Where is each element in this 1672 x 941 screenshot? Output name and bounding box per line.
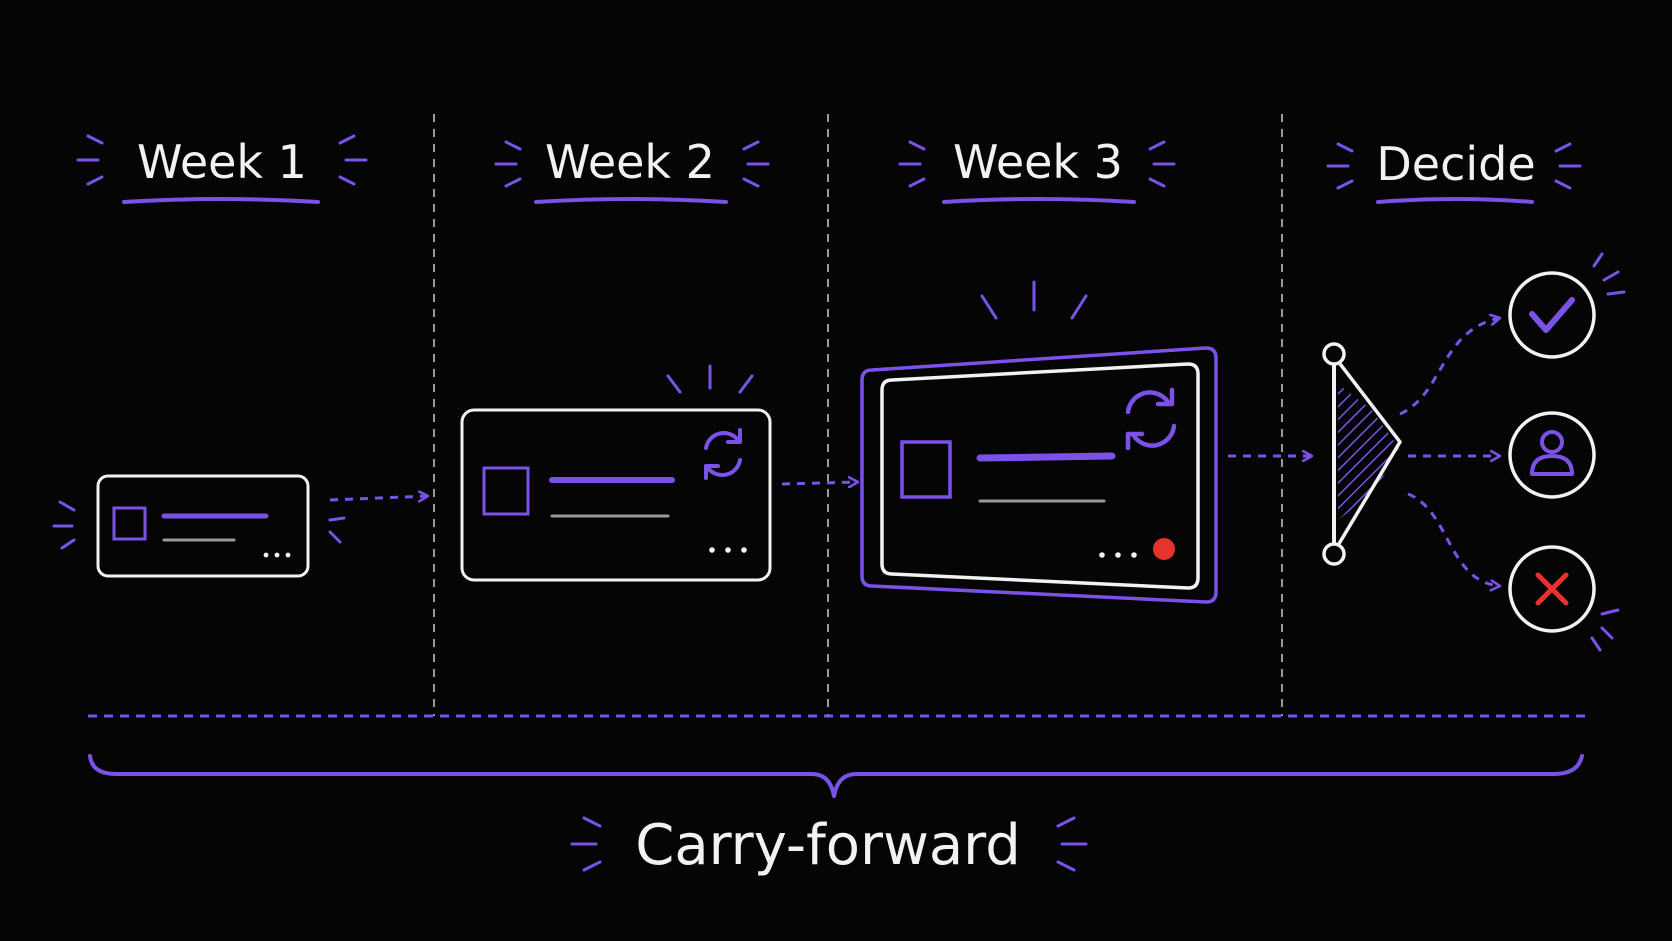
card-thumbnail bbox=[482, 466, 530, 516]
header-week-2-title: Week 2 bbox=[545, 135, 715, 189]
outcome-person bbox=[1508, 411, 1596, 499]
x-icon bbox=[1535, 572, 1569, 606]
week-2-card bbox=[460, 364, 772, 582]
outcome-circle bbox=[1508, 545, 1596, 633]
emphasis-marks bbox=[1326, 142, 1582, 190]
arrow-week1-to-week2 bbox=[329, 496, 428, 500]
flow-arrows bbox=[329, 456, 1312, 500]
emphasis-marks bbox=[898, 140, 1176, 188]
card-thumbnail bbox=[112, 506, 147, 541]
emphasis-marks bbox=[570, 816, 1088, 872]
emphasis-marks bbox=[1592, 252, 1626, 296]
header-week-3: Week 3 bbox=[898, 135, 1176, 204]
more-dots-icon bbox=[1099, 552, 1137, 558]
alert-dot-icon bbox=[1153, 538, 1175, 560]
header-underline bbox=[942, 197, 1136, 204]
emphasis-marks bbox=[666, 364, 754, 394]
header-week-3-title: Week 3 bbox=[953, 135, 1123, 189]
card-outline bbox=[96, 474, 310, 578]
more-dots-icon bbox=[263, 552, 291, 558]
arrow-week2-to-week3 bbox=[781, 482, 858, 484]
week-3-card bbox=[860, 280, 1218, 604]
card-thumbnail bbox=[900, 440, 952, 499]
more-dots-icon bbox=[709, 547, 747, 553]
column-dividers bbox=[433, 114, 1283, 716]
card-highlight-frame bbox=[860, 346, 1218, 604]
outcome-reject bbox=[1508, 545, 1620, 652]
emphasis-marks bbox=[494, 140, 770, 188]
card-title-line bbox=[976, 452, 1116, 462]
outcome-branches bbox=[1399, 318, 1500, 586]
decision-funnel-icon bbox=[1322, 342, 1402, 566]
header-decide-title: Decide bbox=[1376, 137, 1535, 191]
refresh-icon bbox=[1125, 387, 1177, 451]
emphasis-marks bbox=[52, 500, 346, 550]
branch-reject bbox=[1407, 492, 1500, 586]
checkmark-icon bbox=[1529, 297, 1575, 333]
header-week-1-title: Week 1 bbox=[137, 135, 307, 189]
header-week-1: Week 1 bbox=[76, 134, 368, 204]
header-underline bbox=[122, 197, 320, 204]
outcome-circle bbox=[1508, 271, 1596, 359]
branch-approve bbox=[1399, 318, 1500, 416]
outcome-approve bbox=[1508, 252, 1626, 359]
header-underline bbox=[1376, 197, 1534, 204]
emphasis-marks bbox=[980, 280, 1088, 320]
card-outline bbox=[880, 362, 1200, 590]
emphasis-marks bbox=[1590, 608, 1620, 652]
outcome-circle bbox=[1508, 411, 1596, 499]
header-decide: Decide bbox=[1326, 137, 1582, 204]
refresh-icon bbox=[704, 428, 742, 480]
carry-forward-label: Carry-forward bbox=[635, 813, 1021, 878]
carry-forward-brace bbox=[88, 754, 1584, 798]
header-week-2: Week 2 bbox=[494, 135, 770, 204]
person-icon bbox=[1530, 430, 1574, 476]
emphasis-marks bbox=[76, 134, 368, 186]
carry-forward-caption: Carry-forward bbox=[570, 813, 1088, 878]
header-underline bbox=[534, 197, 728, 204]
card-outline bbox=[460, 408, 772, 582]
week-1-card bbox=[52, 474, 346, 578]
